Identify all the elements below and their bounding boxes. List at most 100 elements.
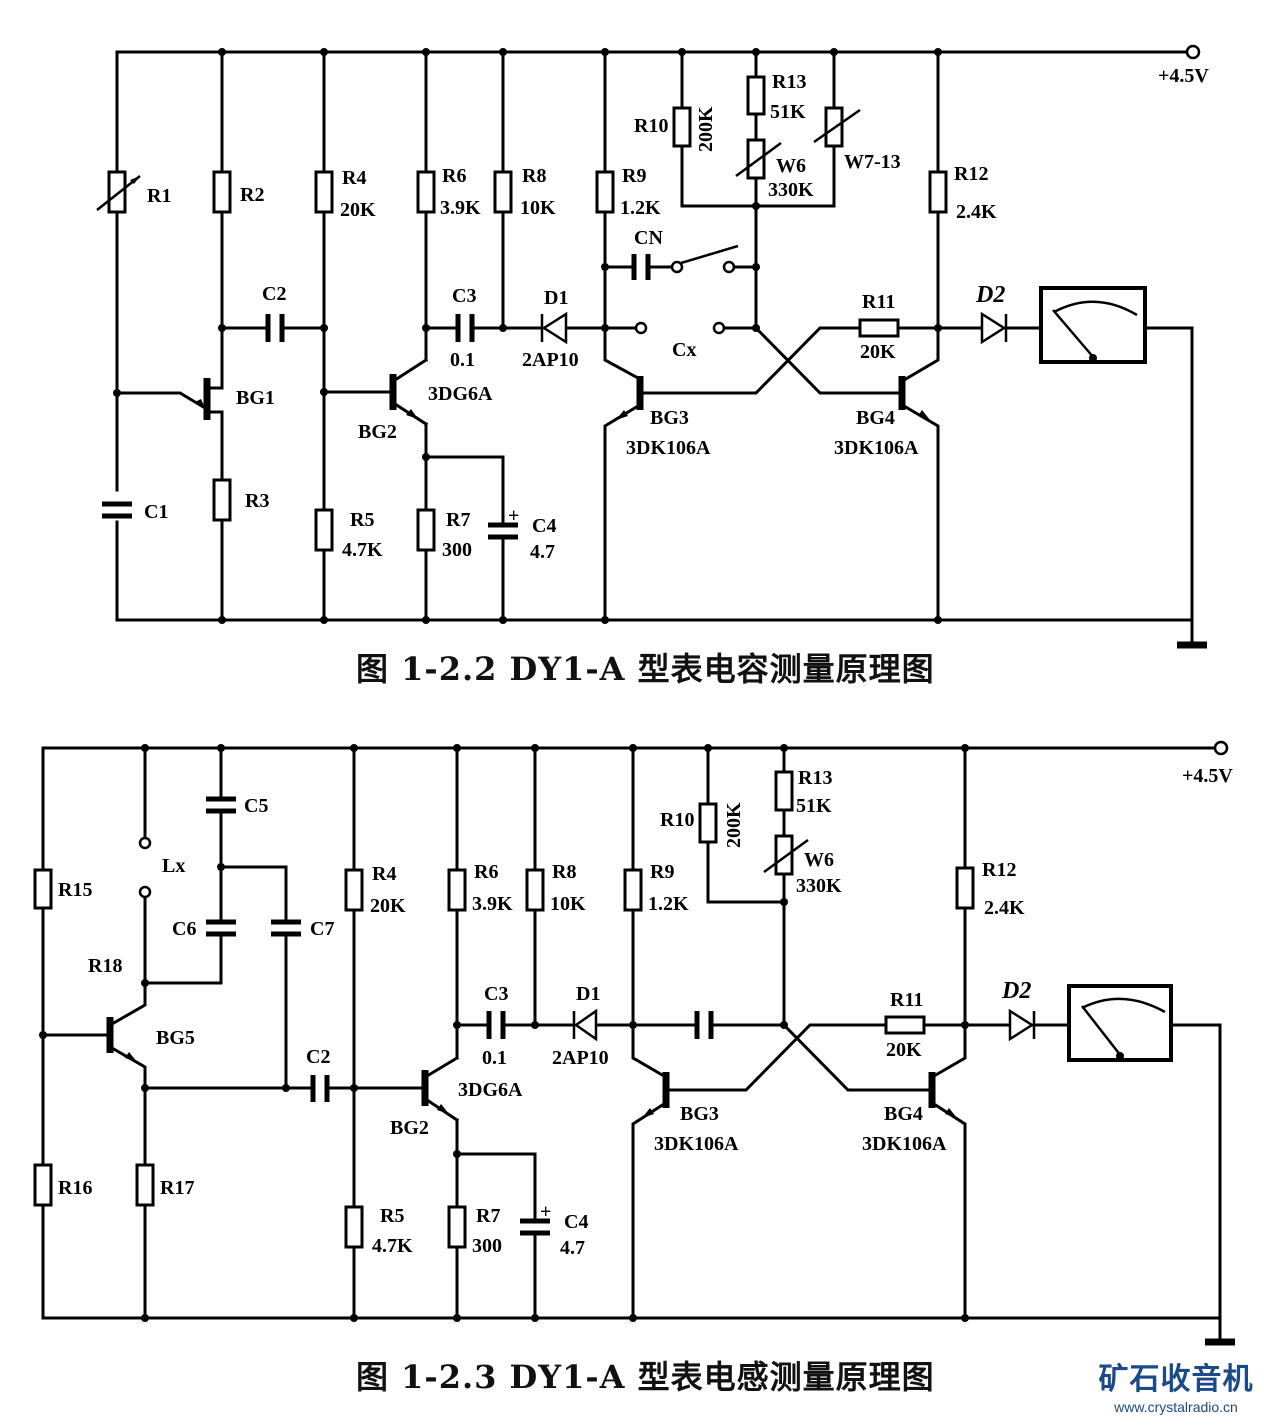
label-R13: R13	[772, 71, 806, 93]
lx-terminal-bottom	[138, 885, 152, 899]
label-R2: R2	[240, 184, 264, 206]
resistor-R10	[672, 106, 692, 148]
value-W6: 330K	[768, 179, 814, 201]
capacitor-C7	[271, 919, 301, 937]
watermark-url: www.crystalradio.cn	[1114, 1399, 1238, 1415]
value-R8: 10K	[550, 893, 586, 915]
resistor-R13	[774, 770, 794, 812]
label-BG4: BG4	[884, 1103, 923, 1125]
capacitor-C6	[206, 919, 236, 937]
value-R10: 200K	[723, 802, 745, 848]
label-R10: R10	[660, 809, 694, 831]
model-BG4: 3DK106A	[862, 1133, 947, 1155]
value-R13: 51K	[796, 795, 832, 817]
resistor-R7	[416, 508, 436, 552]
label-R15: R15	[58, 879, 92, 901]
resistor-R8	[493, 170, 513, 214]
label-R4: R4	[372, 863, 396, 885]
diode-D2	[1008, 1008, 1035, 1042]
label-R13: R13	[798, 767, 832, 789]
label-R11: R11	[890, 989, 923, 1011]
resistor-R2	[212, 170, 232, 214]
value-R9: 1.2K	[648, 893, 689, 915]
label-D2: D2	[1001, 978, 1031, 1004]
label-BG3: BG3	[680, 1103, 719, 1125]
label-R8: R8	[522, 165, 546, 187]
label-R7: R7	[446, 509, 470, 531]
label-R3: R3	[245, 490, 269, 512]
label-BG2: BG2	[390, 1117, 429, 1139]
meter-icon	[1067, 984, 1173, 1062]
label-D1: D1	[576, 983, 600, 1005]
capacitor-C4	[520, 1218, 550, 1236]
value-R4: 20K	[370, 895, 406, 917]
value-W6: 330K	[796, 875, 842, 897]
label-R16: R16	[58, 1177, 92, 1199]
model-BG4: 3DK106A	[834, 437, 919, 459]
label-CN: CN	[634, 227, 663, 249]
capacitance-schematic: +4.5V R1 C1 BG1 R2 R3 C2 R4 20K R5 4.7K …	[96, 44, 1209, 649]
value-R7: 300	[442, 539, 472, 561]
value-R12: 2.4K	[984, 897, 1025, 919]
label-R12: R12	[954, 163, 988, 185]
label-C1: C1	[144, 501, 168, 523]
label-BG3: BG3	[650, 407, 689, 429]
capacitor-C3	[455, 314, 475, 342]
model-BG3: 3DK106A	[626, 437, 711, 459]
switch-terminal	[670, 260, 684, 274]
label-C4: C4	[564, 1211, 588, 1233]
polarity-C4: +	[540, 1201, 551, 1223]
value-R4: 20K	[340, 199, 376, 221]
value-R12: 2.4K	[956, 201, 997, 223]
label-BG1: BG1	[236, 387, 275, 409]
resistor-R5	[314, 508, 334, 552]
model-BG2: 3DG6A	[428, 383, 493, 405]
label-R5: R5	[350, 509, 374, 531]
label-R7: R7	[476, 1205, 500, 1227]
value-R8: 10K	[520, 197, 556, 219]
label-BG4: BG4	[856, 407, 895, 429]
value-R11: 20K	[860, 341, 896, 363]
model-BG2: 3DG6A	[458, 1079, 523, 1101]
resistor-R3	[212, 478, 232, 522]
label-CX: Cx	[672, 339, 696, 361]
label-W6: W6	[804, 849, 834, 871]
capacitor-C2	[310, 1075, 330, 1102]
label-W6: W6	[776, 155, 806, 177]
resistor-R6	[447, 868, 467, 912]
label-R4: R4	[342, 167, 366, 189]
value-R5: 4.7K	[372, 1235, 413, 1257]
model-BG3: 3DK106A	[654, 1133, 739, 1155]
label-R11: R11	[862, 291, 895, 313]
capacitor-C4	[488, 522, 518, 540]
resistor-R5	[344, 1205, 364, 1249]
variable-arrow-icon	[763, 838, 809, 874]
value-R6: 3.9K	[440, 197, 481, 219]
value-C4: 4.7	[560, 1237, 585, 1259]
label-LX: Lx	[162, 855, 185, 877]
resistor-R7	[447, 1205, 467, 1249]
label-R9: R9	[622, 165, 646, 187]
capacitor-C5	[206, 796, 236, 814]
supply-terminal	[1213, 740, 1229, 756]
label-R10: R10	[634, 115, 668, 137]
resistor-R12	[955, 866, 975, 910]
label-R12: R12	[982, 859, 1016, 881]
resistor-R9	[595, 170, 615, 214]
label-C2: C2	[306, 1046, 330, 1068]
watermark-title: 矿石收音机	[1098, 1362, 1254, 1397]
potentiometer-W6	[746, 138, 766, 180]
resistor-R11	[884, 1015, 926, 1035]
resistor-R4	[314, 170, 334, 214]
value-C4: 4.7	[530, 541, 555, 563]
polarity-C4: +	[508, 505, 519, 527]
lx-terminal-top	[138, 836, 152, 850]
label-C5: C5	[244, 795, 268, 817]
label-BG2: BG2	[358, 421, 397, 443]
label-R6: R6	[474, 861, 498, 883]
label-R1: R1	[147, 185, 171, 207]
resistor-R1	[107, 170, 127, 214]
label-BG5: BG5	[156, 1027, 195, 1049]
label-C2: C2	[262, 283, 286, 305]
